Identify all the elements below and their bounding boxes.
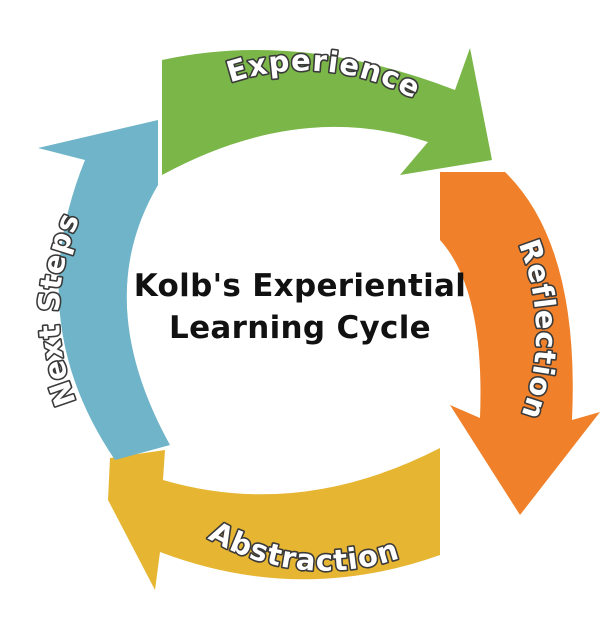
diagram-title: Kolb's Experiential Learning Cycle <box>100 265 500 349</box>
abstraction-arrow <box>108 448 440 590</box>
title-line-2: Learning Cycle <box>169 310 431 346</box>
experience-arrow <box>162 48 492 175</box>
reflection-arrow <box>440 172 600 515</box>
title-line-1: Kolb's Experiential <box>133 268 467 304</box>
next-steps-arrow <box>38 120 170 460</box>
